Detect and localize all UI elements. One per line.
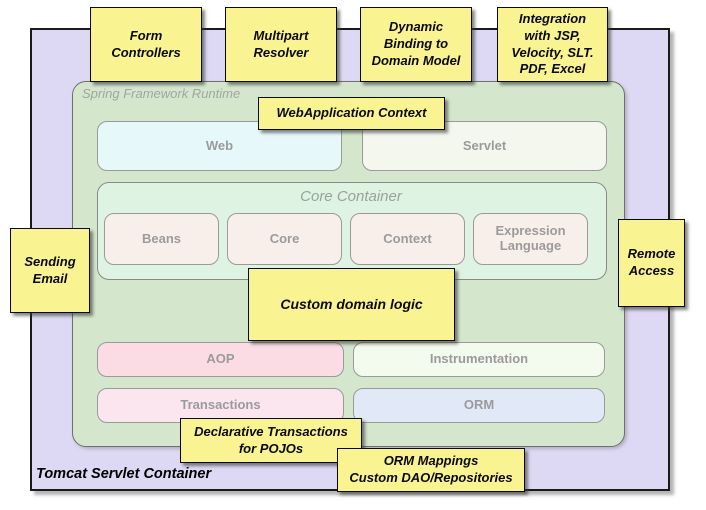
instrumentation-module-box: Instrumentation <box>353 342 605 377</box>
note-custom-domain-logic: Custom domain logic <box>248 268 455 341</box>
orm-module-box: ORM <box>353 388 605 423</box>
context-module-box: Context <box>350 213 465 265</box>
web-module-box: Web <box>97 121 342 171</box>
note-dynamic-binding: Dynamic Binding to Domain Model <box>360 7 472 82</box>
note-declarative-transactions: Declarative Transactions for POJOs <box>180 418 362 463</box>
core-container-title: Core Container <box>300 188 402 205</box>
aop-module-box: AOP <box>97 342 344 377</box>
note-sending-email: Sending Email <box>10 228 90 313</box>
note-integration-views: Integration with JSP, Velocity, SLT. PDF… <box>497 7 608 82</box>
spring-framework-runtime-label: Spring Framework Runtime <box>82 86 241 101</box>
expression-language-module-box: Expression Language <box>473 213 588 265</box>
note-remote-access: Remote Access <box>618 219 685 307</box>
note-orm-mappings: ORM Mappings Custom DAO/Repositories <box>337 448 525 492</box>
note-form-controllers: Form Controllers <box>90 7 202 82</box>
core-module-box: Core <box>227 213 342 265</box>
beans-module-box: Beans <box>104 213 219 265</box>
note-multipart-resolver: Multipart Resolver <box>225 7 337 82</box>
tomcat-servlet-container-label: Tomcat Servlet Container <box>36 466 212 482</box>
note-webapplication-context: WebApplication Context <box>258 97 445 130</box>
